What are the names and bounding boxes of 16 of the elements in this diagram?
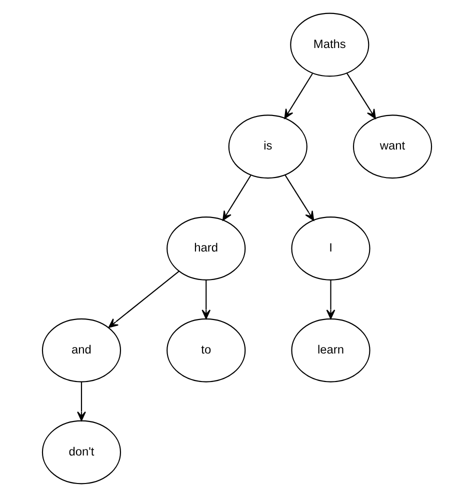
arrow (77, 381, 86, 421)
node-ellipse: learn (291, 318, 370, 382)
arrow (326, 280, 336, 319)
node-ellipse: Maths (290, 12, 370, 76)
node-ellipse: is (228, 114, 308, 178)
arrow (108, 270, 180, 328)
arrow (346, 72, 376, 118)
node-ellipse: don't (42, 420, 122, 484)
node-ellipse: I (291, 216, 370, 280)
node-ellipse: want (352, 114, 432, 178)
arrow (222, 174, 252, 220)
arrow (202, 280, 211, 319)
arrow (284, 174, 314, 220)
node-ellipse: to (166, 318, 246, 382)
arrow (284, 72, 313, 118)
node-ellipse: hard (166, 216, 246, 280)
